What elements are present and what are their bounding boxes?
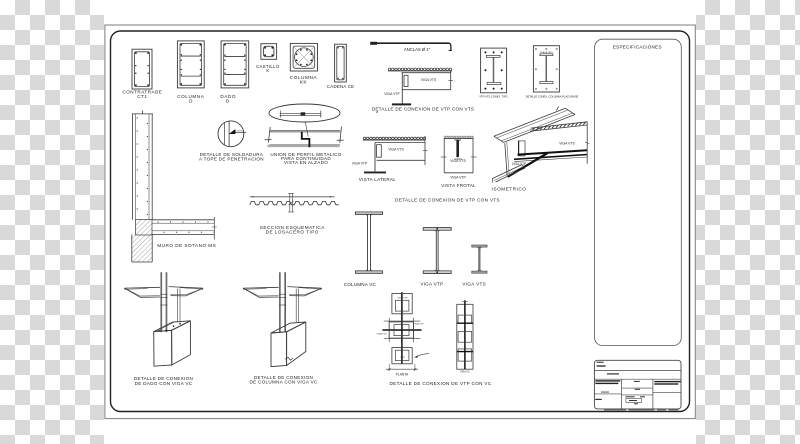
svg-text:VTP: VTP — [400, 357, 405, 359]
svg-text:COLUMNA VC: COLUMNA VC — [344, 282, 377, 287]
svg-text:D: D — [189, 98, 193, 103]
svg-text:VTP-VTS CONEX. TIPO: VTP-VTS CONEX. TIPO — [479, 94, 507, 98]
svg-text:VIGA VTS: VIGA VTS — [388, 148, 404, 152]
svg-text:VIGA VTP: VIGA VTP — [398, 296, 409, 299]
svg-text:VISTA EN ALZADO: VISTA EN ALZADO — [284, 160, 328, 165]
svg-text:DE LOSACERO TIPO: DE LOSACERO TIPO — [266, 229, 319, 234]
svg-text:UNION DE PERFIL METALICO: UNION DE PERFIL METALICO — [270, 152, 341, 157]
svg-text:D: D — [226, 98, 230, 103]
svg-text:CT1: CT1 — [137, 94, 147, 99]
svg-text:VIGA VTS: VIGA VTS — [450, 159, 466, 163]
svg-text:K: K — [266, 68, 269, 73]
svg-text:ANCLAS Ø 1": ANCLAS Ø 1" — [404, 47, 431, 52]
svg-text:DETALLE DE CONEXION DE VTP CON: DETALLE DE CONEXION DE VTP CON VTS — [395, 198, 500, 203]
svg-text:SECCION ESQUEMATICA: SECCION ESQUEMATICA — [260, 225, 325, 230]
svg-text:COLUMNA: COLUMNA — [177, 94, 205, 99]
svg-text:VIGA VTP: VIGA VTP — [414, 322, 425, 325]
svg-text:KK: KK — [300, 79, 308, 85]
svg-text:VIGA VC: VIGA VC — [460, 371, 470, 374]
svg-text:PARA CONTINUIDAD: PARA CONTINUIDAD — [281, 156, 331, 161]
svg-text:DE COLUMNA CON VIGA VC: DE COLUMNA CON VIGA VC — [249, 380, 317, 385]
svg-text:Ø: Ø — [376, 111, 378, 114]
svg-text:VIGA VTS: VIGA VTS — [377, 332, 388, 335]
svg-text:MURO DE SOTANO MS: MURO DE SOTANO MS — [157, 243, 216, 248]
svg-text:VISTA FROTAL: VISTA FROTAL — [441, 183, 476, 188]
svg-text:CASTILLO: CASTILLO — [256, 64, 280, 69]
svg-text:VISTA LATERAL: VISTA LATERAL — [359, 177, 396, 182]
svg-text:DETALLE DE CONEXION DE VTP CON: DETALLE DE CONEXION DE VTP CON VC — [390, 381, 492, 386]
svg-text:VIGA VTP: VIGA VTP — [420, 281, 443, 286]
svg-text:ISOMETRICO: ISOMETRICO — [492, 187, 527, 193]
svg-text:CADENA CE: CADENA CE — [327, 84, 354, 89]
svg-text:DETALLE CONEX. COLUMNA-PLACA B: DETALLE CONEX. COLUMNA-PLACA BASE — [526, 94, 579, 98]
svg-text:VIGA VTS: VIGA VTS — [462, 281, 486, 286]
svg-text:VIGA VTS: VIGA VTS — [421, 78, 437, 82]
svg-text:DETALLE DE CONEXION: DETALLE DE CONEXION — [254, 375, 313, 380]
svg-text:CONTRATRABE: CONTRATRABE — [122, 90, 162, 95]
svg-text:DETALLE DE SOLDADURA: DETALLE DE SOLDADURA — [200, 152, 264, 157]
svg-text:DETALLE DE CONEXION: DETALLE DE CONEXION — [134, 376, 193, 381]
svg-text:PLACA TIPO: PLACA TIPO — [540, 51, 553, 54]
svg-text:VIGA VTP: VIGA VTP — [384, 92, 400, 96]
svg-text:DETALLE DE CONEXION DE VTP CON: DETALLE DE CONEXION DE VTP CON VTS — [372, 107, 475, 112]
svg-text:VIGA VTP: VIGA VTP — [450, 176, 466, 180]
svg-text:DADO: DADO — [220, 94, 236, 99]
svg-text:COLUMNA: COLUMNA — [290, 75, 318, 81]
svg-text:VIGA VTP: VIGA VTP — [352, 162, 368, 166]
svg-text:A TOPE DE PENETRACION: A TOPE DE PENETRACION — [199, 156, 264, 161]
svg-text:DE DADO CON VIGA VC: DE DADO CON VIGA VC — [135, 381, 193, 386]
svg-text:ESPECIFICACIONES: ESPECIFICACIONES — [613, 45, 662, 50]
svg-text:VIGA VTP: VIGA VTP — [512, 162, 527, 166]
svg-text:VIGA VTS: VIGA VTS — [559, 142, 575, 146]
svg-text:↓: ↓ — [454, 80, 455, 83]
svg-text:PLANTA: PLANTA — [396, 372, 409, 376]
